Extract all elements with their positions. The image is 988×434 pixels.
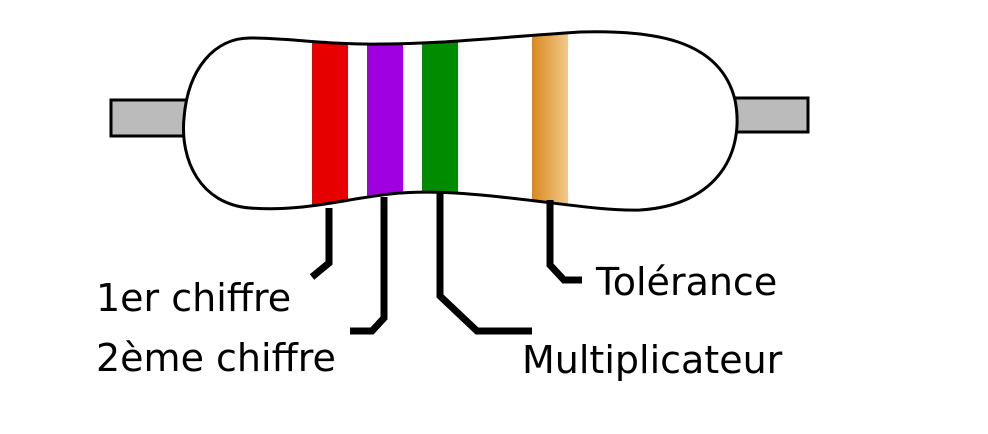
leader-line-digit1	[309, 208, 333, 280]
band-3-green	[422, 31, 458, 211]
band-4-gold	[532, 31, 568, 211]
right-lead	[730, 96, 810, 134]
band-2-violet	[367, 31, 403, 211]
label-multiplier: Multiplicateur	[522, 338, 783, 382]
label-digit1: 1er chiffre	[96, 276, 291, 320]
resistor-body	[183, 31, 738, 211]
leader-line-tolerance	[546, 200, 582, 284]
leader-line-multiplier	[436, 192, 532, 335]
band-1-red	[312, 31, 348, 211]
left-lead	[109, 98, 189, 138]
leader-line-digit2	[350, 197, 388, 335]
label-digit2: 2ème chiffre	[96, 336, 336, 380]
resistor-outline	[182, 30, 739, 212]
color-bands	[312, 31, 568, 211]
label-tolerance: Tolérance	[595, 260, 777, 304]
